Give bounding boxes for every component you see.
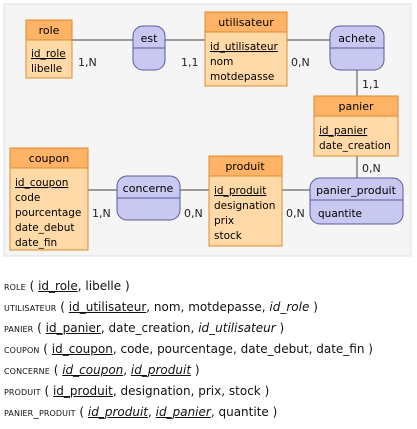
schema-field: motdepasse — [188, 300, 262, 314]
entity-panier-title: panier — [338, 100, 374, 113]
entity-coupon-attr-code: code — [15, 192, 40, 204]
entity-panier-attr: date_creation — [319, 140, 391, 152]
schema-table-name: produit — [4, 385, 41, 398]
entity-coupon-attr-date-fin: date_fin — [15, 237, 57, 249]
card-panier-panierproduit: 0,N — [362, 162, 381, 175]
relation-est: est — [132, 25, 166, 71]
entity-produit-attr-stock: stock — [214, 230, 243, 242]
schema-field: designation — [120, 384, 191, 398]
schema-table-name: concerne — [4, 364, 50, 377]
schema-field: date_creation — [108, 321, 191, 335]
relational-schema: role ( id_role, libelle ) utilisateur ( i… — [4, 276, 414, 423]
schema-field: code — [120, 342, 150, 356]
relation-concerne: concerne — [116, 175, 181, 221]
card-produit-concerne: 0,N — [184, 207, 203, 220]
entity-coupon: coupon id_coupon code pourcentage date_d… — [9, 147, 89, 251]
schema-primary-key: id_coupon — [51, 342, 113, 356]
entity-panier: panier id_panier date_creation — [313, 95, 399, 157]
relation-panier-produit: panier_produit quantite — [309, 177, 404, 225]
entity-coupon-title: coupon — [29, 152, 69, 165]
entity-utilisateur-header — [204, 11, 288, 33]
entity-coupon-header — [9, 147, 89, 169]
entity-panier-header — [313, 95, 399, 117]
card-utilisateur-est: 1,1 — [181, 56, 199, 69]
entity-utilisateur-attr-nom: nom — [210, 56, 233, 68]
schema-row-panier-produit: panier_produit ( id_produit, id_panier, … — [4, 405, 278, 419]
entity-role: role id_role libelle — [25, 19, 73, 79]
schema-field: quantite — [218, 405, 269, 419]
schema-row-produit: produit ( id_produit, designation, prix,… — [4, 384, 270, 398]
schema-foreign-key: id_role — [269, 300, 310, 314]
entity-produit-title: produit — [225, 160, 265, 173]
card-coupon-concerne: 1,N — [92, 207, 111, 220]
mcd-canvas: 1,N 1,1 0,N 1,1 0,N 1,N 0,N 0,N role id_… — [3, 3, 412, 257]
card-utilisateur-achete: 0,N — [291, 56, 310, 69]
schema-table-name: role — [4, 280, 26, 293]
schema-table-name: panier — [4, 322, 34, 335]
schema-foreign-key: id_utilisateur — [198, 321, 276, 335]
relation-panier-produit-title: panier_produit — [316, 184, 397, 197]
schema-field: pourcentage — [157, 342, 233, 356]
card-panier-achete: 1,1 — [362, 78, 380, 91]
entity-role-pk: id_role — [31, 48, 66, 60]
schema-field: prix — [198, 384, 222, 398]
entity-coupon-attr-pourcentage: pourcentage — [15, 207, 81, 219]
schema-row-coupon: coupon ( id_coupon, code, pourcentage, d… — [4, 342, 373, 356]
entity-produit: produit id_produit designation prix stoc… — [208, 155, 283, 247]
schema-primary-key: id_utilisateur — [68, 300, 147, 314]
schema-primary-key: id_coupon — [62, 363, 124, 377]
entity-utilisateur-pk: id_utilisateur — [210, 41, 278, 53]
schema-field: date_debut — [240, 342, 309, 356]
entity-produit-pk: id_produit — [214, 185, 266, 197]
schema-field: stock — [228, 384, 261, 398]
entity-role-title: role — [39, 24, 60, 37]
entity-panier-pk: id_panier — [319, 125, 368, 137]
schema-row-utilisateur: utilisateur ( id_utilisateur, nom, motde… — [4, 300, 318, 314]
relation-est-title: est — [141, 32, 158, 45]
schema-primary-key: id_panier — [45, 321, 101, 335]
schema-table-name: coupon — [4, 343, 40, 356]
schema-table-name: panier_produit — [4, 406, 76, 419]
entity-role-attr: libelle — [31, 63, 62, 75]
relation-panier-produit-attr: quantite — [318, 208, 362, 220]
entity-produit-attr-designation: designation — [214, 200, 275, 212]
entity-utilisateur: utilisateur id_utilisateur nom motdepass… — [204, 11, 288, 87]
schema-primary-key: id_role — [38, 279, 78, 293]
relation-achete-title: achete — [338, 32, 376, 45]
card-produit-panierproduit: 0,N — [286, 207, 305, 220]
schema-primary-key: id_produit — [130, 363, 192, 377]
schema-row-panier: panier ( id_panier, date_creation, id_ut… — [4, 321, 285, 335]
schema-primary-key: id_produit — [52, 384, 113, 398]
entity-utilisateur-attr-motdepasse: motdepasse — [210, 71, 274, 83]
card-role-est: 1,N — [78, 56, 97, 69]
entity-produit-header — [208, 155, 283, 177]
schema-primary-key: id_produit — [87, 405, 149, 419]
relation-achete: achete — [329, 25, 385, 71]
schema-table-name: utilisateur — [4, 301, 57, 314]
entity-produit-attr-prix: prix — [214, 215, 234, 227]
entity-coupon-attr-date-debut: date_debut — [15, 222, 75, 234]
schema-field: libelle — [85, 279, 122, 293]
schema-row-role: role ( id_role, libelle ) — [4, 279, 130, 293]
connectors — [72, 39, 358, 191]
schema-field: nom — [153, 300, 181, 314]
entity-role-header — [25, 19, 73, 41]
mcd-diagram: 1,N 1,1 0,N 1,1 0,N 1,N 0,N 0,N role id_… — [3, 3, 412, 257]
schema-primary-key: id_panier — [155, 405, 211, 419]
schema-row-concerne: concerne ( id_coupon, id_produit ) — [4, 363, 200, 377]
entity-utilisateur-title: utilisateur — [218, 16, 274, 29]
schema-field: date_fin — [316, 342, 365, 356]
relation-concerne-title: concerne — [123, 182, 174, 195]
entity-coupon-pk: id_coupon — [15, 177, 68, 189]
